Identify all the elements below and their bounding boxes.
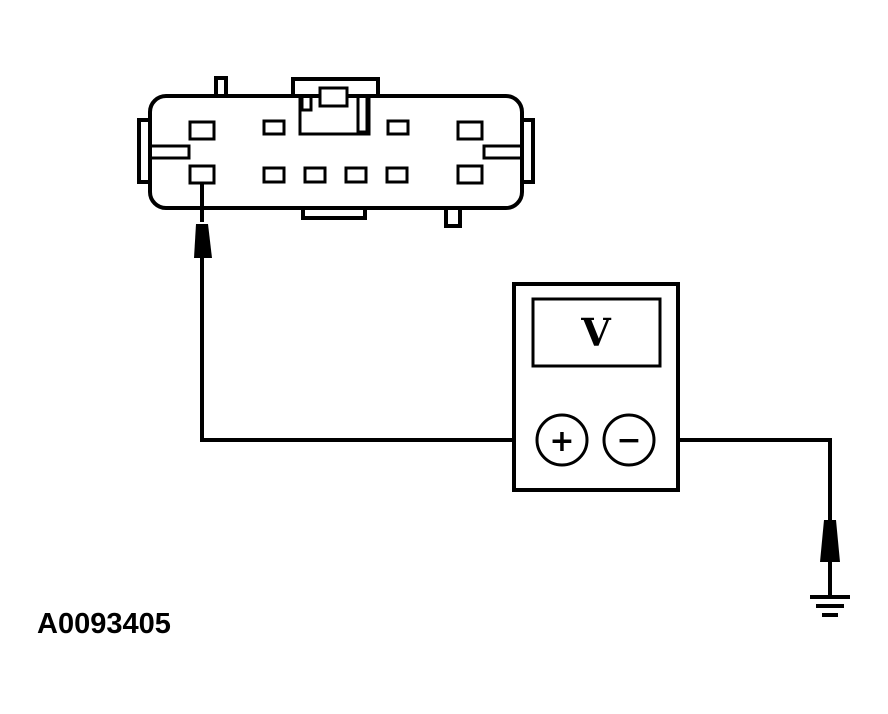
connector-lock-post-right: [356, 94, 369, 134]
connector-lock-frame: [298, 96, 371, 136]
cavity: [262, 166, 286, 184]
voltmeter-display-text: V: [580, 310, 612, 355]
connector-body: [148, 94, 524, 210]
connector: [137, 76, 535, 228]
positive-terminal: [535, 413, 589, 467]
negative-terminal-label: −: [616, 423, 641, 458]
connector-cavities: [188, 119, 484, 185]
ground-probe-tip: [820, 520, 840, 562]
cavity: [188, 120, 216, 141]
cavity: [344, 166, 368, 184]
ground-test-lead: [654, 438, 840, 597]
cavity: [262, 119, 286, 136]
figure-id-label: A0093405: [37, 608, 171, 640]
cavity: [385, 166, 409, 184]
cavity: [456, 164, 484, 185]
connector-lock-latch: [318, 86, 349, 108]
connector-side-slot-right: [482, 144, 524, 160]
positive-probe-tip: [194, 224, 212, 258]
cavity: [386, 119, 410, 136]
negative-terminal: [602, 413, 656, 467]
cavity: [456, 120, 484, 141]
voltmeter: V + −: [512, 282, 680, 492]
connector-top-tab-left: [214, 76, 228, 98]
positive-test-lead: [194, 183, 536, 442]
connector-lock-post-left: [300, 94, 313, 112]
cavity: [303, 166, 327, 184]
cavity-probed: [188, 164, 216, 185]
positive-terminal-label: +: [549, 424, 574, 459]
connector-side-slot-left: [148, 144, 191, 160]
ground-symbol-icon: [810, 595, 850, 617]
voltmeter-display: [531, 297, 662, 368]
